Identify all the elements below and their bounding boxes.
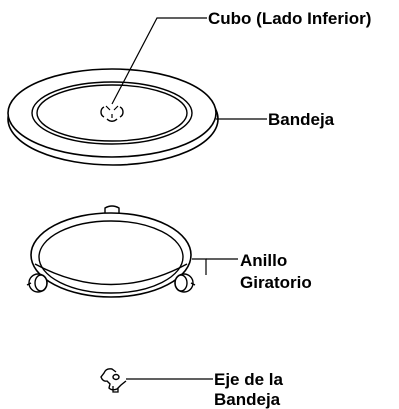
- hub-detail: [100, 105, 124, 122]
- shaft-coupler: [100, 368, 127, 393]
- hub-leader: [111, 17, 207, 105]
- shaft-label-line2: Bandeja: [214, 390, 281, 409]
- ring-label-line2: Giratorio: [240, 273, 312, 292]
- ring-leader: [192, 258, 207, 275]
- hub-label: Cubo (Lado Inferior): [208, 9, 372, 28]
- ring-label-line1: Anillo: [240, 251, 288, 270]
- left-roller: [26, 273, 48, 293]
- right-roller: [174, 273, 196, 293]
- tray-label: Bandeja: [268, 110, 335, 129]
- roller-ring: [26, 205, 196, 298]
- glass-tray: [7, 68, 219, 166]
- shaft-label-line1: Eje de la: [214, 370, 283, 389]
